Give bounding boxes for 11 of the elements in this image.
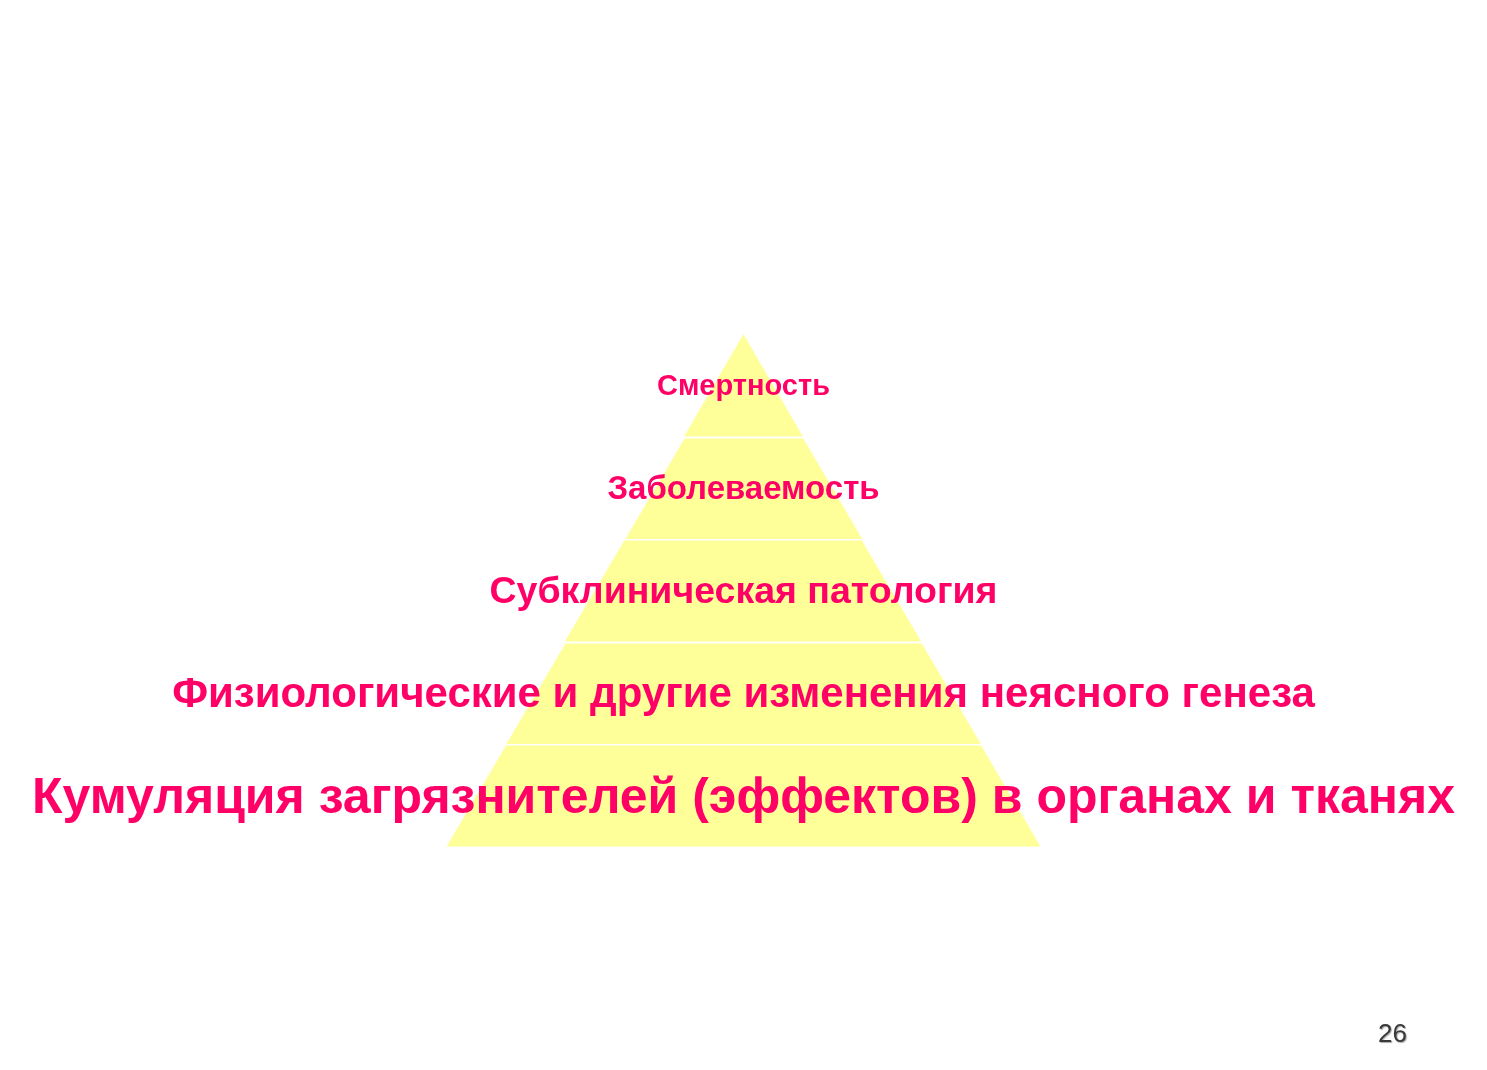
tier-label: Смертность	[656, 370, 831, 400]
pyramid-tier	[32, 744, 1455, 847]
pyramid-tier	[607, 436, 880, 540]
pyramid-tier	[656, 334, 831, 437]
tier-label: Заболеваемость	[607, 471, 880, 505]
tier-label: Субклиническая патология	[489, 571, 998, 610]
tier-label: Физиологические и другие изменения неясного генеза	[172, 672, 1315, 715]
page-number: 26	[1378, 1020, 1407, 1046]
pyramid-tier	[172, 641, 1315, 745]
pyramid-tier	[489, 539, 998, 642]
tier-label: Кумуляция загрязнителей (эффектов) в органах и тканях	[32, 770, 1455, 821]
